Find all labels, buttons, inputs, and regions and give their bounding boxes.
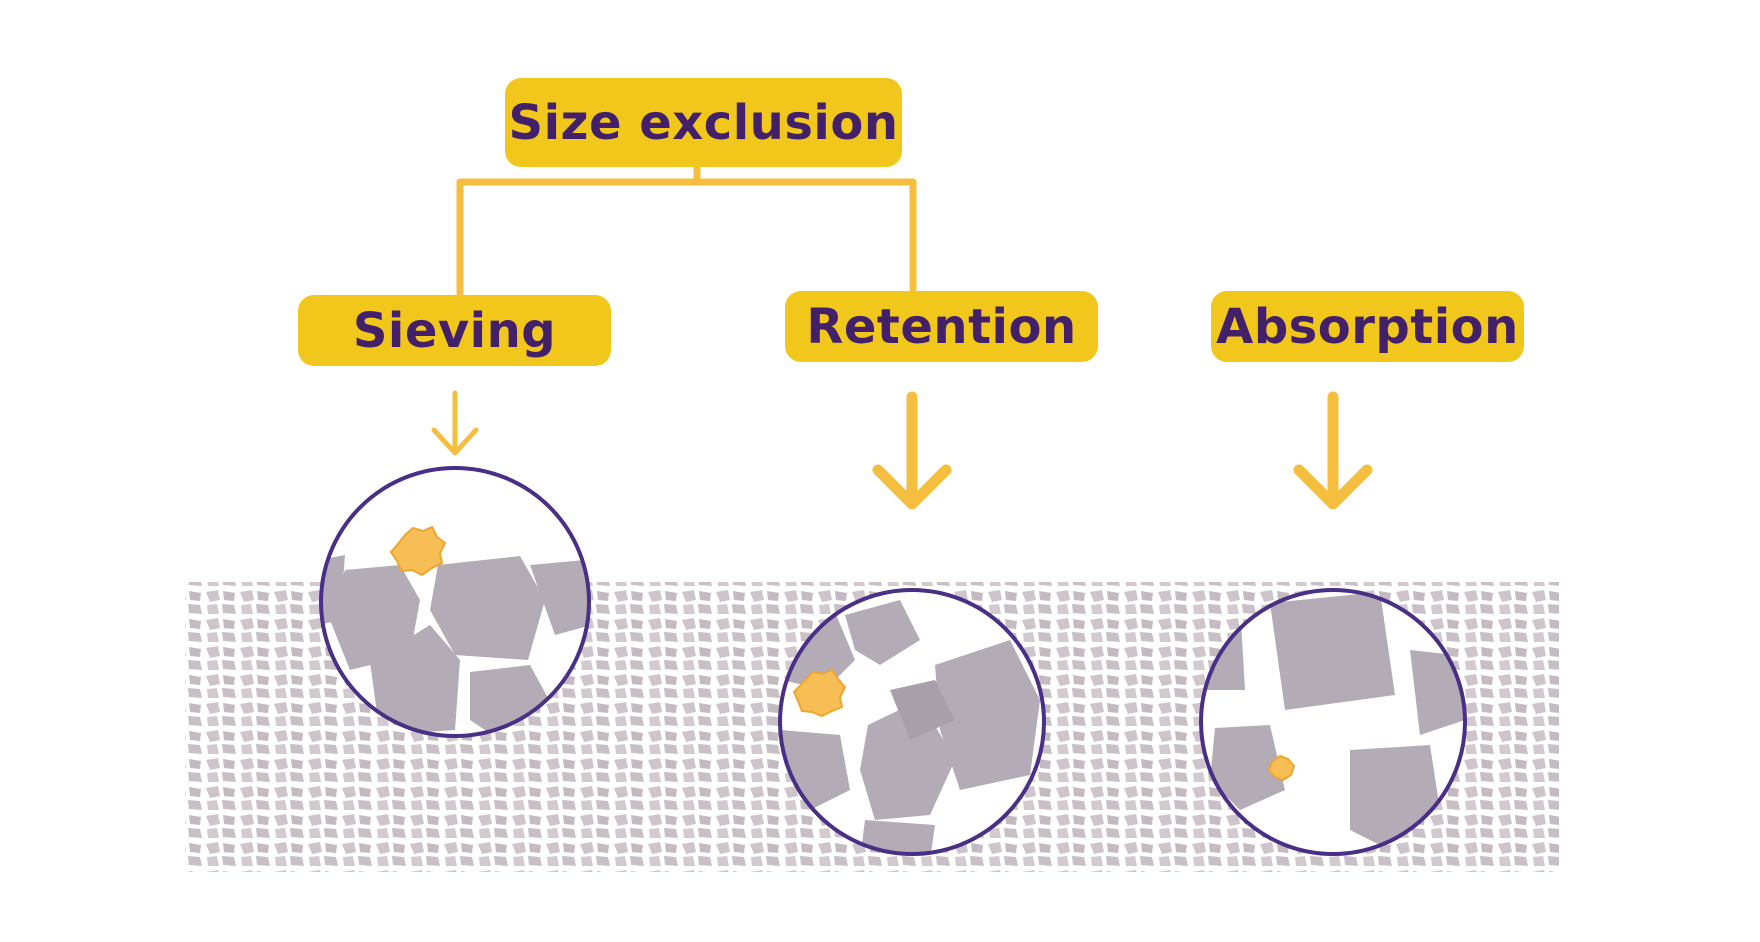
down-arrow-icon (431, 390, 479, 456)
down-arrow-icon (1293, 391, 1373, 510)
size-exclusion-label: Size exclusion (505, 78, 902, 167)
absorption-label: Absorption (1211, 291, 1524, 362)
retention-label: Retention (785, 291, 1098, 362)
magnified-circle (780, 590, 1044, 854)
sieving-label: Sieving (298, 295, 611, 366)
particle-icon (1267, 754, 1296, 782)
particle-icon (389, 525, 447, 577)
particle-icon (792, 668, 847, 718)
magnified-circle (321, 468, 589, 736)
tree-connector (456, 163, 917, 297)
down-arrow-icon (872, 391, 952, 510)
